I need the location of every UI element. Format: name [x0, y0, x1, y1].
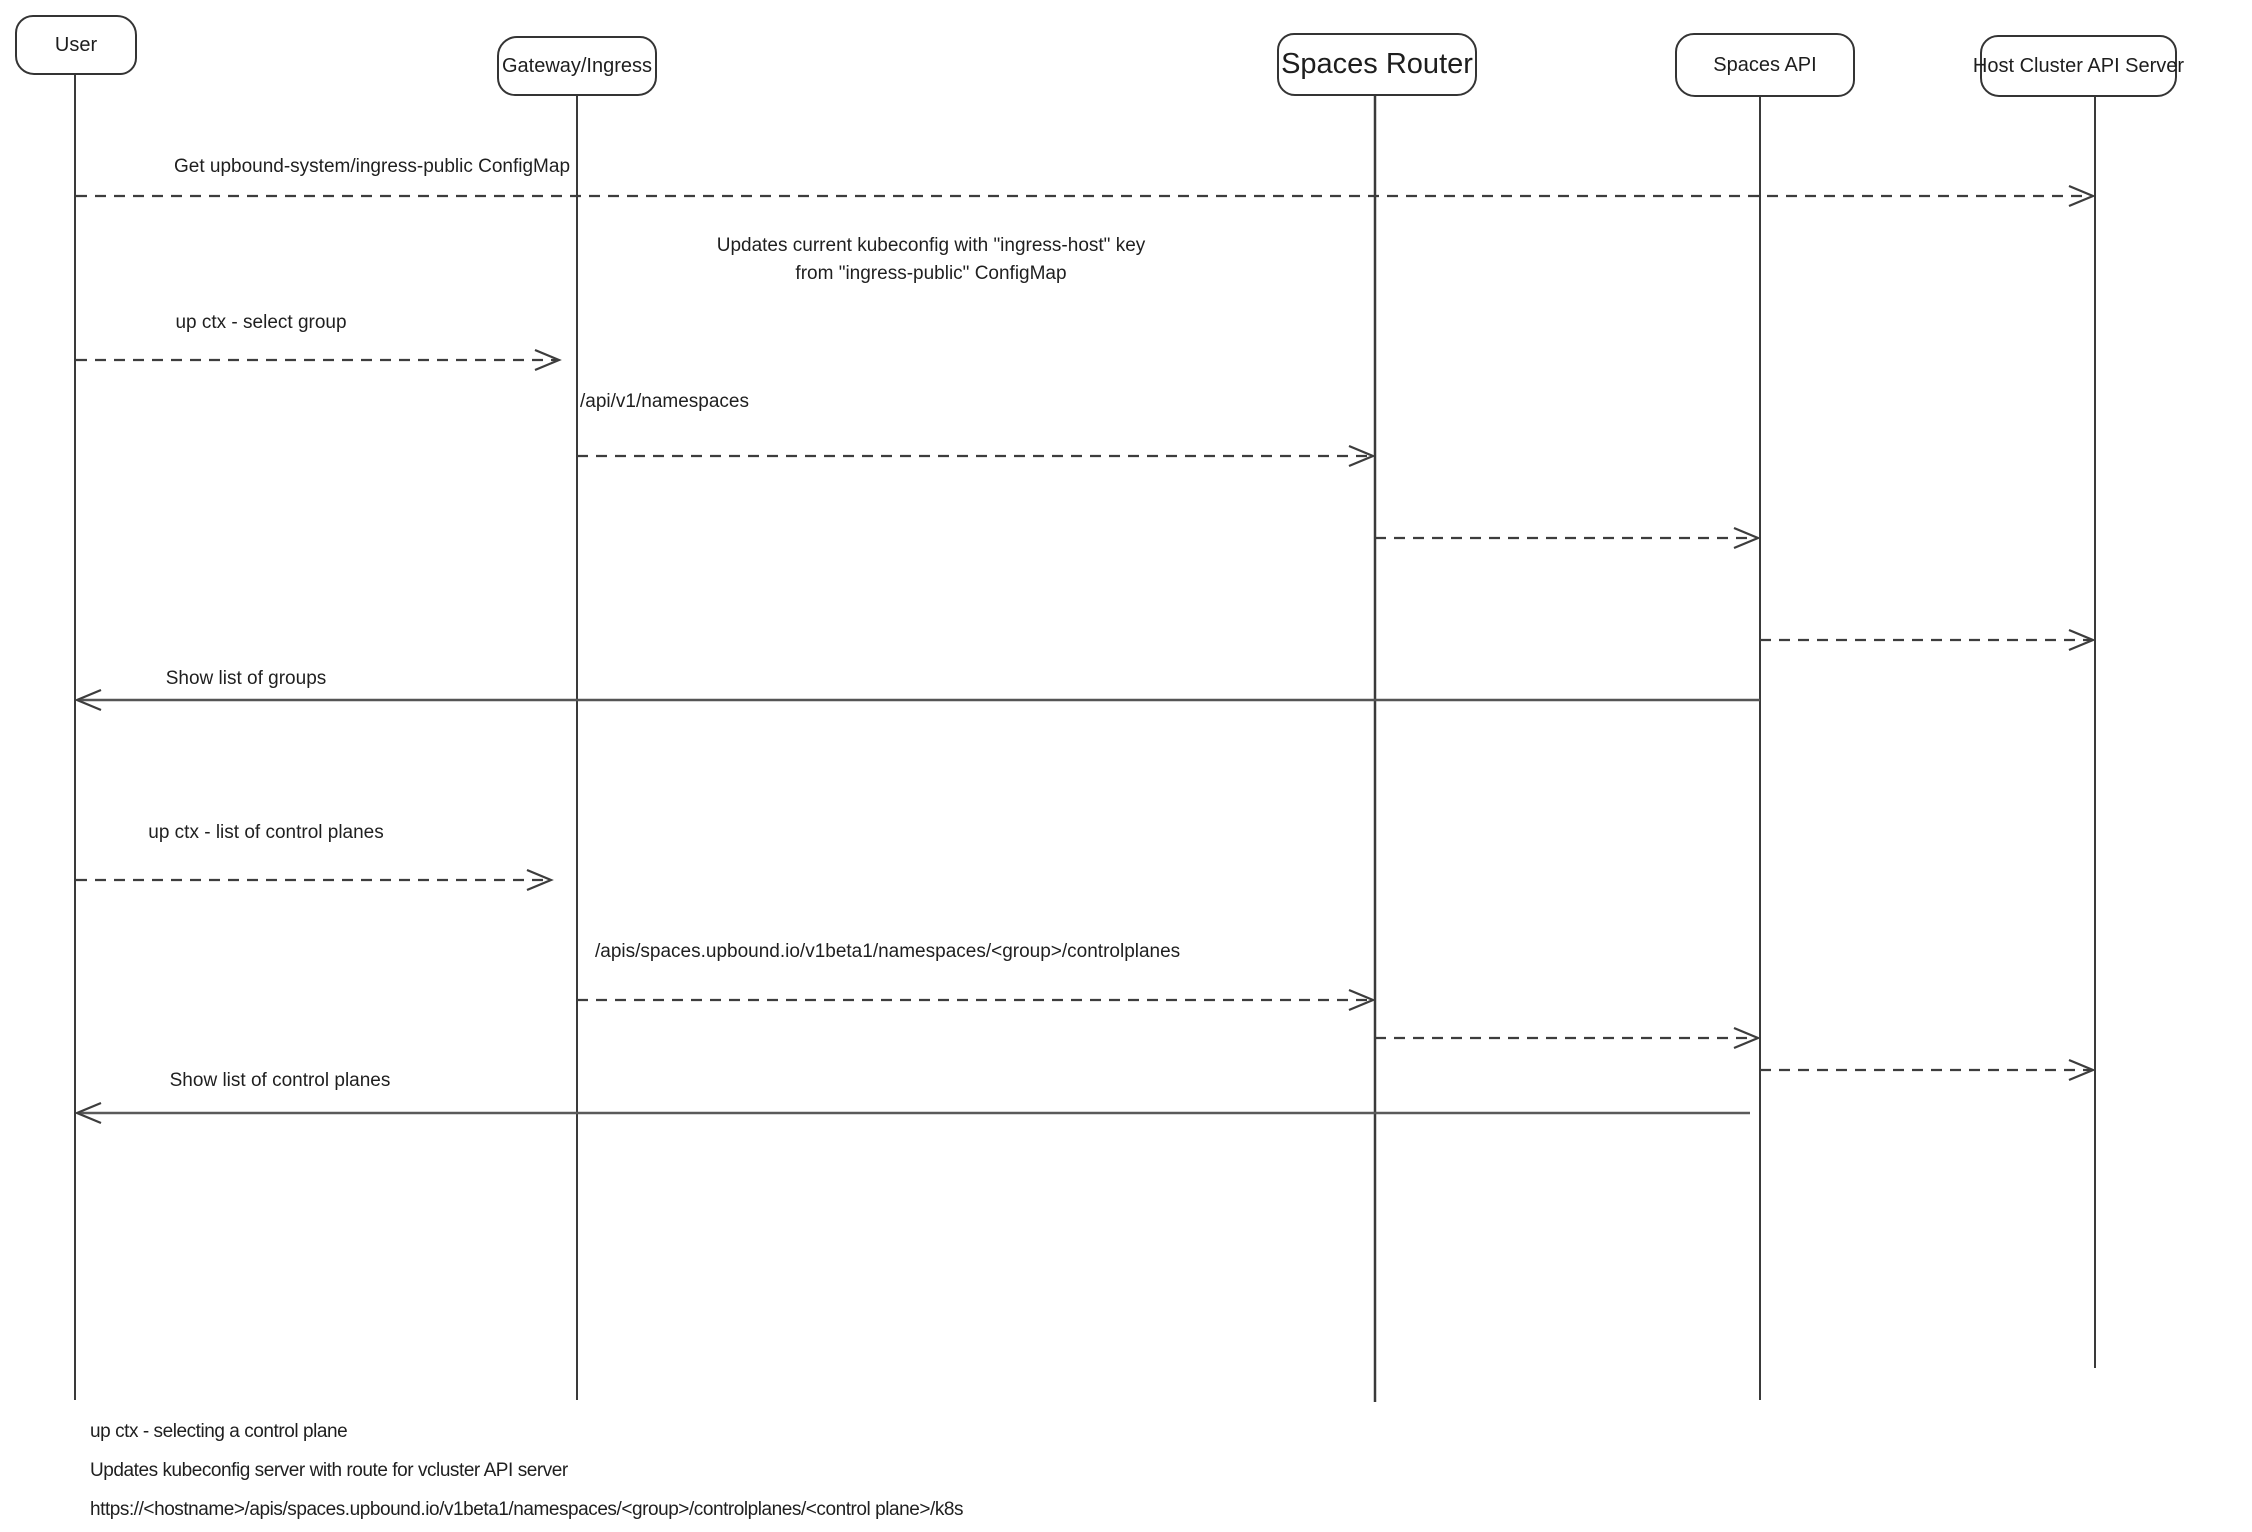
- arrow-get-configmap: [76, 184, 2096, 208]
- actor-spaces-api: Spaces API: [1675, 33, 1855, 97]
- arrow-show-control-planes: [74, 1101, 1750, 1125]
- arrow-router-to-api: [1375, 526, 1761, 550]
- arrow-list-control-planes: [76, 868, 554, 892]
- actor-user-label: User: [54, 33, 98, 56]
- label-list-control-planes: up ctx - list of control planes: [148, 822, 384, 843]
- actor-host-cluster-api-server: Host Cluster API Server: [1973, 35, 2184, 97]
- arrow-show-groups: [74, 688, 1760, 712]
- footer-selecting-control-plane: up ctx - selecting a control plane: [90, 1421, 348, 1442]
- note-updates-kubeconfig: Updates current kubeconfig with "ingress…: [716, 235, 1146, 284]
- label-api-namespaces: /api/v1/namespaces: [580, 391, 749, 412]
- arrow-api-namespaces: [577, 444, 1376, 468]
- label-api-controlplanes: /apis/spaces.upbound.io/v1beta1/namespac…: [595, 941, 1181, 962]
- actor-gateway-ingress: Gateway/Ingress: [497, 36, 657, 96]
- arrow-api-controlplanes: [577, 988, 1376, 1012]
- label-select-group: up ctx - select group: [175, 312, 347, 333]
- arrow-api-to-host: [1760, 628, 2096, 652]
- footer-updates-kubeconfig-route: Updates kubeconfig server with route for…: [90, 1460, 568, 1481]
- label-get-configmap: Get upbound-system/ingress-public Config…: [173, 156, 571, 177]
- actor-spaces-router: Spaces Router: [1277, 33, 1477, 96]
- actor-user: User: [15, 15, 137, 75]
- actor-host-cluster-api-server-label: Host Cluster API Server: [1972, 54, 2185, 77]
- actor-spaces-api-label: Spaces API: [1713, 53, 1817, 76]
- arrow-api-to-host-2: [1760, 1058, 2096, 1082]
- arrow-router-to-api-2: [1375, 1026, 1761, 1050]
- actor-gateway-ingress-label: Gateway/Ingress: [501, 54, 653, 77]
- arrow-select-group: [76, 348, 562, 372]
- label-show-groups: Show list of groups: [165, 668, 327, 689]
- actor-spaces-router-label: Spaces Router: [1281, 48, 1473, 80]
- footer-vcluster-url: https://<hostname>/apis/spaces.upbound.i…: [90, 1499, 964, 1520]
- label-show-control-planes: Show list of control planes: [169, 1070, 391, 1091]
